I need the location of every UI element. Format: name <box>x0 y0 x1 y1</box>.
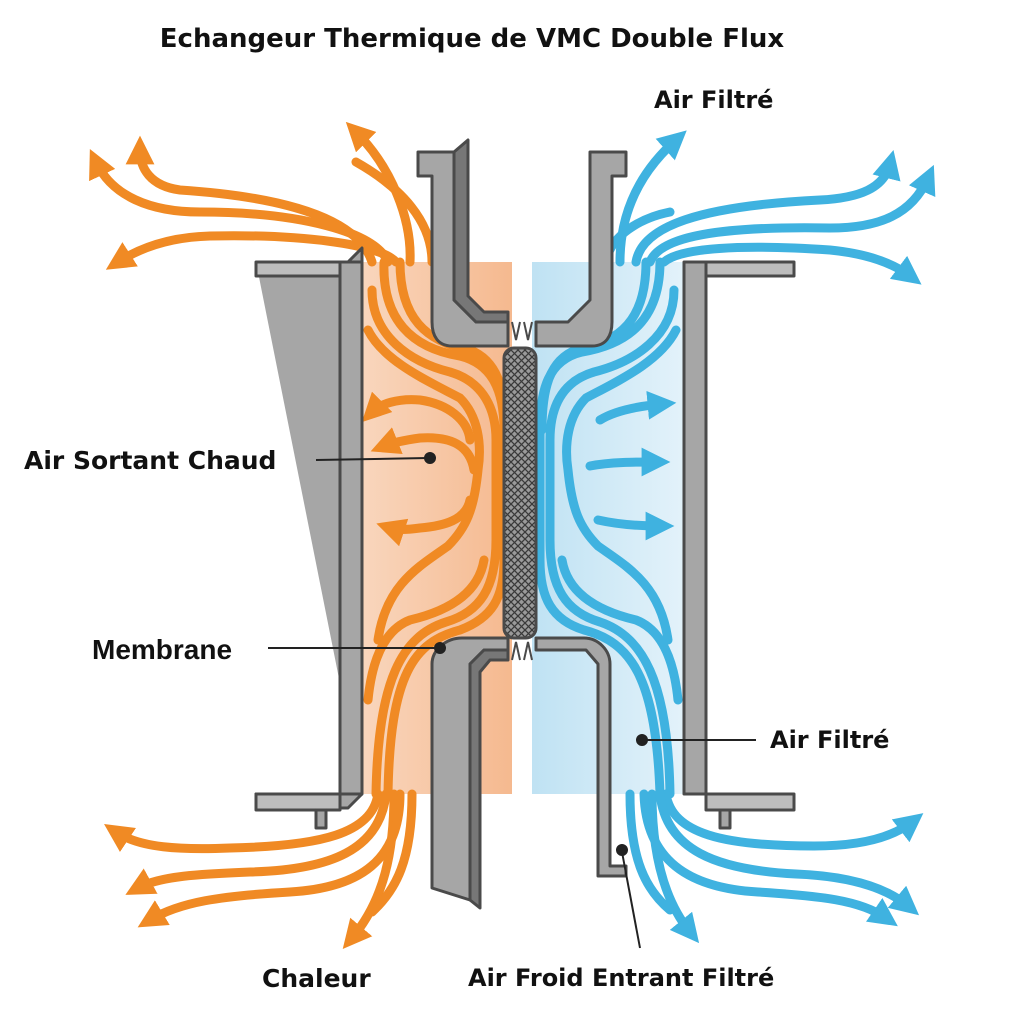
membrane <box>502 321 538 661</box>
label-membrane: Membrane <box>92 634 233 665</box>
label-filtered-air-right: Air Filtré <box>770 726 890 754</box>
label-warm-exhaust-air: Air Sortant Chaud <box>24 446 277 475</box>
cold-air-flow <box>535 130 936 944</box>
label-cold-intake-air: Air Froid Entrant Filtré <box>468 964 775 992</box>
label-filtered-air-top: Air Filtré <box>654 86 774 114</box>
leader-lines <box>268 452 756 949</box>
warm-air-flow <box>89 121 511 950</box>
diagram-title: Echangeur Thermique de VMC Double Flux <box>159 24 785 54</box>
exchanger-frame <box>254 138 796 910</box>
label-heat: Chaleur <box>262 964 371 993</box>
